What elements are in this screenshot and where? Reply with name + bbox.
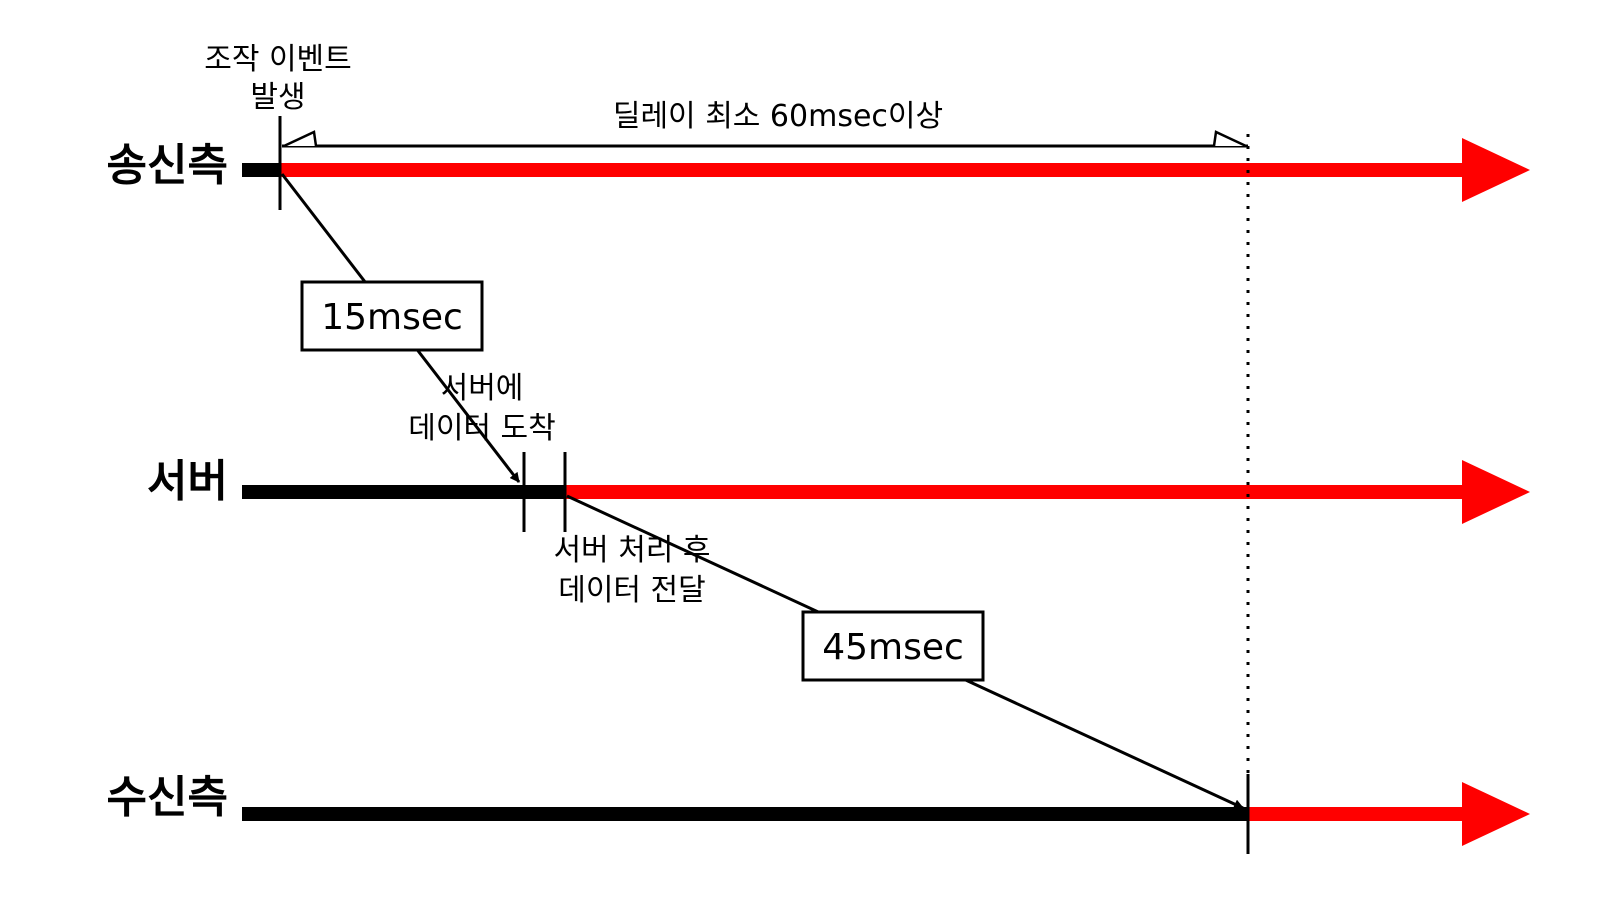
delay-label: 딜레이 최소 60msec이상	[613, 99, 943, 134]
forward-label-line2: 데이터 전달	[558, 573, 706, 608]
event-label-line2: 발생	[250, 80, 305, 115]
delay-end-arrowhead	[1212, 130, 1247, 148]
latency-box-first: 15msec	[300, 280, 484, 352]
lane-label-receiver: 수신측	[107, 772, 228, 823]
latency-box-first-border	[300, 280, 484, 352]
latency-box-second: 45msec	[801, 610, 985, 682]
lane-label-server: 서버	[147, 456, 228, 507]
latency-first-label: 15msec	[321, 297, 463, 338]
arrive-label-line2: 데이터 도착	[408, 411, 556, 446]
receiver-arrowhead	[1462, 782, 1530, 846]
forward-label-line1: 서버 처리 후	[553, 533, 710, 568]
server-arrowhead	[1462, 460, 1530, 524]
latency-box-second-border	[801, 610, 985, 682]
sender-arrowhead	[1462, 138, 1530, 202]
latency-second-label: 45msec	[822, 627, 964, 668]
delay-start-arrowhead	[283, 130, 318, 148]
event-label-line1: 조작 이벤트	[204, 42, 352, 77]
lane-label-sender: 송신측	[107, 140, 228, 191]
arrive-label-line1: 서버에	[441, 371, 524, 406]
